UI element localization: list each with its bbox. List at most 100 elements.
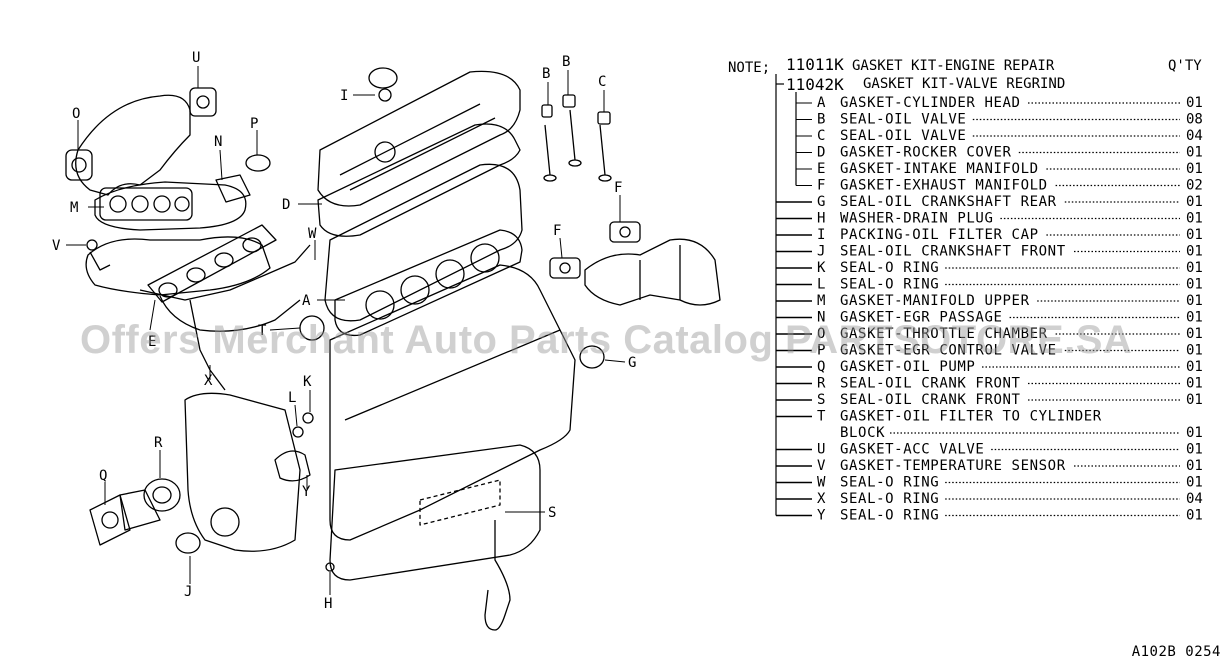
part-label-q: Q [99, 468, 107, 484]
part-label-n: N [214, 134, 222, 150]
intake-manifold-gasket [147, 224, 277, 303]
legend-item-letter: S [817, 392, 825, 408]
legend-row-g: G SEAL-OIL CRANKSHAFT REAR 01 [776, 194, 1203, 210]
legend-item-name-cont: BLOCK [840, 425, 885, 441]
legend-item-letter: O [817, 326, 825, 342]
legend-row-j: J SEAL-OIL CRANKSHAFT FRONT 01 [776, 244, 1203, 260]
exhaust-manifold [584, 238, 721, 306]
legend-item-letter: Y [817, 508, 826, 524]
part-label-o: O [72, 106, 80, 122]
part-label-f1: F [614, 180, 622, 196]
legend-item-qty: 04 [1186, 491, 1203, 507]
part-label-e: E [148, 334, 156, 350]
legend-item-qty: 01 [1186, 244, 1203, 260]
legend-item-name: SEAL-O RING [840, 475, 939, 491]
part-label-v: V [52, 238, 61, 254]
legend-item-qty: 01 [1186, 211, 1203, 227]
part-label-w: W [308, 226, 317, 242]
temperature-sensor-gasket [86, 239, 98, 251]
legend-kit-main-code: 11011K [786, 55, 844, 74]
legend-item-name: GASKET-CYLINDER HEAD [840, 95, 1021, 111]
legend-item-name: GASKET-EGR PASSAGE [840, 310, 1003, 326]
legend-item-letter: G [817, 194, 825, 210]
part-label-b2: B [562, 54, 570, 70]
legend-item-name: GASKET-TEMPERATURE SENSOR [840, 458, 1066, 474]
throttle-chamber-gasket [65, 149, 93, 181]
legend-item-qty: 01 [1186, 343, 1203, 359]
legend-item-name: GASKET-ACC VALVE [840, 442, 984, 458]
crankshaft-rear-seal [579, 345, 605, 369]
legend-qty-header: Q'TY [1168, 58, 1202, 74]
part-label-t: T [258, 323, 267, 339]
legend-item-letter: K [817, 260, 826, 276]
legend-item-qty: 01 [1186, 95, 1203, 111]
part-labels: U I B B C O P N M V D W A T E F F G X K … [52, 50, 636, 612]
part-label-b1: B [542, 66, 550, 82]
acc-valve-gasket [189, 87, 217, 117]
legend-item-qty: 01 [1186, 508, 1203, 524]
part-label-h: H [324, 596, 332, 612]
legend-item-name: GASKET-MANIFOLD UPPER [840, 293, 1030, 309]
part-label-p: P [250, 116, 258, 132]
legend-item-name: GASKET-THROTTLE CHAMBER [840, 326, 1048, 342]
legend-item-qty: 01 [1186, 475, 1203, 491]
legend-item-qty: 01 [1186, 359, 1203, 375]
legend-item-name: SEAL-OIL VALVE [840, 112, 966, 128]
legend-item-name: GASKET-OIL PUMP [840, 359, 975, 375]
part-label-f2: F [553, 223, 561, 239]
legend-item-qty: 01 [1186, 260, 1203, 276]
egr-passage-gasket [215, 174, 251, 203]
legend-item-letter: H [817, 211, 825, 227]
legend-item-qty: 01 [1186, 161, 1203, 177]
cylinder-block [329, 264, 576, 541]
legend-item-name: SEAL-O RING [840, 260, 939, 276]
o-ring-l [292, 426, 304, 438]
part-label-x: X [204, 373, 213, 389]
part-label-r: R [154, 435, 163, 451]
legend-item-name: SEAL-OIL CRANKSHAFT REAR [840, 194, 1057, 210]
legend-item-qty: 01 [1186, 392, 1203, 408]
crankshaft-front-seal [175, 532, 201, 554]
legend-item-qty: 04 [1186, 128, 1203, 144]
legend-item-letter: M [817, 293, 825, 309]
legend-item-qty: 01 [1186, 425, 1203, 441]
part-label-g: G [628, 355, 636, 371]
oil-filler-cap [368, 67, 398, 89]
part-label-l: L [288, 390, 296, 406]
part-label-c: C [598, 74, 606, 90]
legend-item-name: GASKET-OIL FILTER TO CYLINDER [840, 409, 1102, 425]
part-label-j: J [184, 584, 192, 600]
legend-item-letter: C [817, 128, 825, 144]
legend-item-name: SEAL-OIL CRANKSHAFT FRONT [840, 244, 1066, 260]
part-label-d: D [282, 197, 290, 213]
legend-item-letter: J [817, 244, 825, 260]
legend-item-qty: 01 [1186, 194, 1203, 210]
exhaust-manifold-gaskets [549, 221, 641, 279]
crank-front-seal-r [143, 478, 181, 512]
valves [541, 94, 612, 182]
legend-item-letter: X [817, 491, 826, 507]
diagram-reference-code: A102B 0254 [1131, 644, 1221, 660]
legend-item-qty: 01 [1186, 277, 1203, 293]
legend-item-name: SEAL-O RING [840, 277, 939, 293]
legend-kit-main-name: GASKET KIT-ENGINE REPAIR [852, 58, 1055, 74]
parts-legend: NOTE; 11011K GASKET KIT-ENGINE REPAIR Q'… [728, 55, 1203, 524]
part-label-k: K [303, 374, 312, 390]
part-label-s: S [548, 505, 556, 521]
